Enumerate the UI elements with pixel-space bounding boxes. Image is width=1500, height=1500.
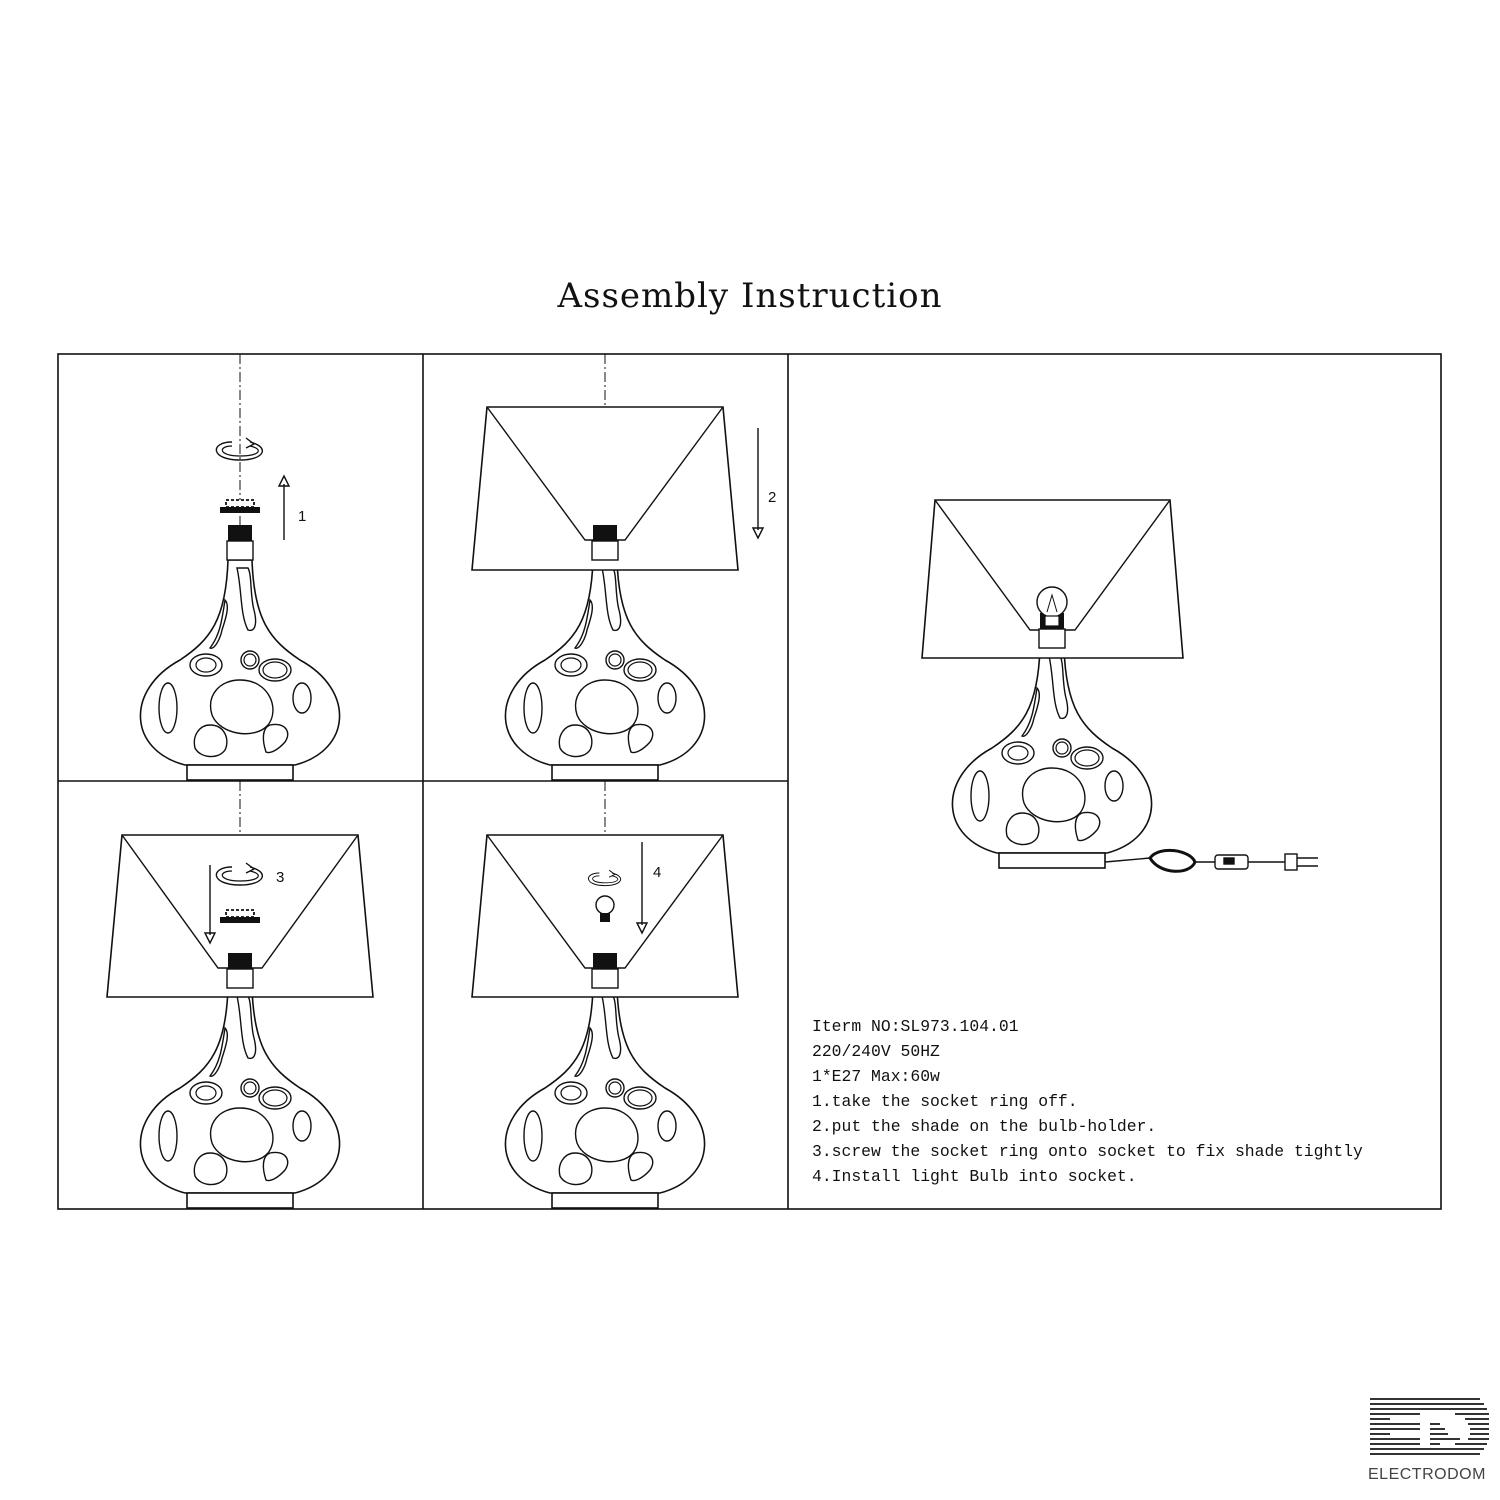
light-bulb-icon	[595, 895, 615, 922]
step-3-number: 3	[276, 869, 285, 886]
assembled-lamp-illustration	[921, 499, 1318, 873]
step-1-illustration	[139, 437, 341, 781]
arrow-down-icon	[751, 428, 765, 540]
document-title: Assembly Instruction	[557, 276, 943, 316]
spec-and-instructions-text: Iterm NO:SL973.104.01 220/240V 50HZ 1*E2…	[812, 1014, 1363, 1189]
arrow-down-icon	[635, 842, 649, 935]
lampshade	[921, 499, 1184, 659]
arrow-down-icon	[203, 865, 217, 945]
socket-ring-icon	[219, 499, 261, 514]
socket-ring-icon	[219, 909, 261, 924]
instruction-step-1: 1.take the socket ring off.	[812, 1092, 1078, 1111]
voltage-spec: 220/240V 50HZ	[812, 1042, 940, 1061]
item-number: Iterm NO:SL973.104.01	[812, 1017, 1019, 1036]
step-4-number: 4	[653, 864, 662, 881]
power-cord-icon	[1104, 848, 1318, 873]
instruction-step-3: 3.screw the socket ring onto socket to f…	[812, 1142, 1363, 1161]
panel-frame	[57, 353, 1442, 1210]
instruction-step-2: 2.put the shade on the bulb-holder.	[812, 1117, 1157, 1136]
rotate-icon	[215, 437, 264, 461]
logo-wordmark: ELECTRODOM	[1368, 1466, 1486, 1483]
electrodom-logo	[1370, 1398, 1489, 1455]
arrow-up-icon	[277, 474, 291, 540]
bulb-spec: 1*E27 Max:60w	[812, 1067, 940, 1086]
step-3-illustration	[106, 834, 374, 1209]
instruction-step-4: 4.Install light Bulb into socket.	[812, 1167, 1137, 1186]
step-1-number: 1	[298, 508, 307, 525]
step-2-number: 2	[768, 489, 777, 506]
light-bulb-icon	[1036, 586, 1068, 627]
lampshade	[471, 406, 739, 571]
step-2-illustration	[471, 406, 765, 781]
step-4-illustration	[471, 834, 739, 1209]
